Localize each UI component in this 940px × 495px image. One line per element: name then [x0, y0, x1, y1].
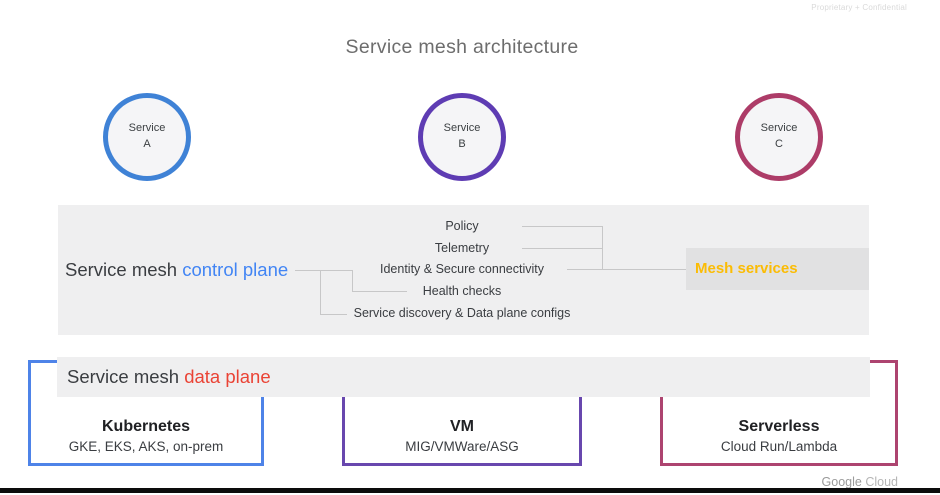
mesh-services-box: Mesh services	[686, 248, 869, 290]
service-c-circle: Service C	[735, 93, 823, 181]
connector-left-horizontal-main	[295, 270, 352, 271]
control-plane-label-accent: control plane	[182, 259, 289, 280]
connector-left-to-health-checks	[352, 291, 407, 292]
platform-kubernetes-name: Kubernetes	[101, 418, 191, 435]
service-a-id: A	[143, 138, 151, 150]
watermark-proprietary: Proprietary + Confidential	[811, 3, 907, 12]
platform-serverless-detail: Cloud Run/Lambda	[720, 439, 838, 454]
service-b-circle: Service B	[418, 93, 506, 181]
service-b-id: B	[458, 138, 466, 150]
data-plane-label: Service mesh data plane	[67, 366, 271, 388]
service-b-name: Service	[443, 122, 481, 135]
control-plane-label-prefix: Service mesh	[65, 259, 183, 280]
data-plane-bar	[57, 357, 870, 397]
service-c-name: Service	[760, 122, 798, 135]
google-cloud-logo-cloud: Cloud	[861, 475, 898, 489]
function-policy: Policy	[445, 219, 479, 233]
bottom-black-bar	[0, 488, 940, 493]
function-telemetry: Telemetry	[434, 241, 490, 255]
connector-right-vertical	[602, 226, 603, 270]
google-cloud-logo-google: Google	[821, 475, 862, 489]
platform-vm-detail: MIG/VMWare/ASG	[405, 439, 519, 454]
mesh-services-label: Mesh services	[695, 260, 798, 277]
connector-right-to-mesh-services	[567, 269, 686, 270]
data-plane-label-prefix: Service mesh	[67, 366, 185, 387]
data-plane-label-accent: data plane	[184, 366, 271, 387]
connector-left-vertical-inner	[352, 270, 353, 292]
control-plane-label: Service mesh control plane	[65, 259, 288, 281]
connector-right-from-telemetry	[522, 248, 603, 249]
function-identity-secure-connectivity: Identity & Secure connectivity	[380, 262, 544, 276]
connector-right-from-policy	[522, 226, 603, 227]
service-a-name: Service	[128, 122, 166, 135]
google-cloud-logo: Google Cloud	[822, 475, 898, 489]
platform-serverless-name: Serverless	[738, 418, 820, 435]
platform-kubernetes-detail: GKE, EKS, AKS, on-prem	[68, 439, 224, 454]
function-health-checks: Health checks	[422, 284, 502, 298]
platform-vm-name: VM	[450, 418, 474, 435]
service-c-id: C	[775, 138, 783, 150]
function-service-discovery-configs: Service discovery & Data plane configs	[353, 306, 571, 320]
connector-left-vertical-outer	[320, 270, 321, 315]
slide-title: Service mesh architecture	[345, 36, 579, 58]
connector-left-to-service-discovery	[320, 314, 347, 315]
service-a-circle: Service A	[103, 93, 191, 181]
